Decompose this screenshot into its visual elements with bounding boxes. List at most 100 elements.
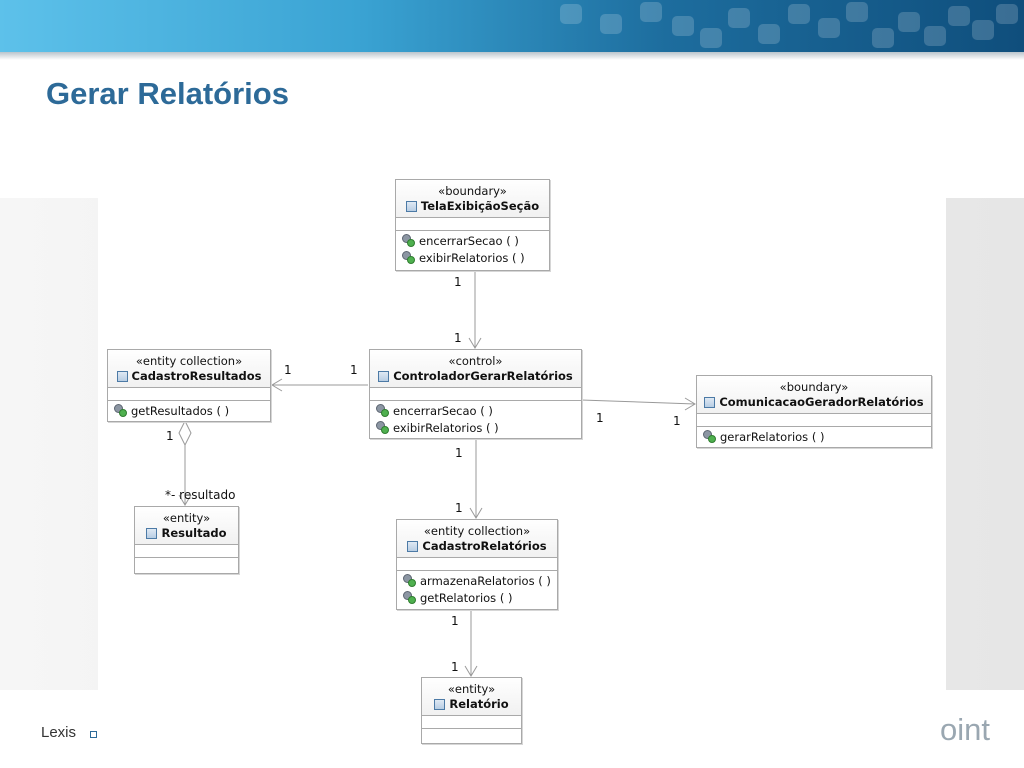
multiplicity-label: 1	[451, 614, 459, 628]
attributes-compartment	[370, 387, 581, 400]
top-banner	[0, 0, 1024, 52]
attributes-compartment	[108, 387, 270, 400]
attributes-compartment	[697, 413, 931, 426]
class-name: CadastroRelatórios	[401, 538, 553, 554]
multiplicity-label: 1	[454, 275, 462, 289]
class-name: Resultado	[139, 525, 234, 541]
operations-compartment	[135, 557, 238, 570]
footer-text: Lexis	[41, 724, 77, 741]
attributes-compartment	[396, 217, 549, 230]
class-stereotype: «boundary»	[779, 380, 849, 394]
uml-class-controlador-gerar-relatorios[interactable]: «control» ControladorGerarRelatórios enc…	[369, 349, 582, 439]
operation[interactable]: encerrarSecao ( )	[402, 233, 543, 250]
footer-logo: oint	[940, 712, 990, 747]
operation[interactable]: getResultados ( )	[114, 403, 264, 420]
class-icon	[407, 541, 419, 552]
operation-text: gerarRelatorios ( )	[720, 430, 825, 444]
multiplicity-label: 1	[596, 411, 604, 425]
multiplicity-label: 1	[350, 363, 358, 377]
class-header: «entity» Relatório	[422, 678, 521, 715]
multiplicity-label: 1	[673, 414, 681, 428]
uml-class-comunicacao-gerador-relatorios[interactable]: «boundary» ComunicacaoGeradorRelatórios …	[696, 375, 932, 448]
attributes-compartment	[397, 557, 557, 570]
class-icon	[434, 699, 446, 710]
class-header: «entity collection» CadastroRelatórios	[397, 520, 557, 557]
class-stereotype: «entity collection»	[423, 524, 531, 538]
class-icon	[378, 371, 390, 382]
multiplicity-label: 1	[451, 660, 459, 674]
operation[interactable]: gerarRelatorios ( )	[703, 429, 925, 446]
uml-class-relatorio[interactable]: «entity» Relatório	[421, 677, 522, 744]
operations-compartment: getResultados ( )	[108, 400, 270, 422]
operation-icon	[376, 421, 389, 434]
operation-icon	[403, 574, 416, 587]
class-name-text: ComunicacaoGeradorRelatórios	[719, 395, 924, 409]
role-name: - resultado	[171, 488, 236, 502]
operation-icon	[376, 404, 389, 417]
multiplicity-label: 1	[455, 446, 463, 460]
class-name-text: CadastroRelatórios	[422, 539, 547, 553]
class-name: TelaExibiçãoSeção	[400, 198, 545, 214]
class-name-text: ControladorGerarRelatórios	[393, 369, 573, 383]
operation-text: encerrarSecao ( )	[393, 404, 493, 418]
arrow-to-controlador	[468, 337, 482, 349]
class-name: CadastroResultados	[112, 368, 266, 384]
class-header: «entity collection» CadastroResultados	[108, 350, 270, 387]
operations-compartment	[422, 728, 521, 741]
class-stereotype: «entity»	[447, 682, 496, 696]
operation-text: armazenaRelatorios ( )	[420, 574, 551, 588]
operation-icon	[703, 430, 716, 443]
class-name: Relatório	[426, 696, 517, 712]
operation[interactable]: exibirRelatorios ( )	[402, 250, 543, 267]
multiplicity-label: 1	[455, 501, 463, 515]
operation[interactable]: exibirRelatorios ( )	[376, 420, 575, 437]
operations-compartment: armazenaRelatorios ( ) getRelatorios ( )	[397, 570, 557, 609]
class-stereotype: «boundary»	[438, 184, 507, 198]
arrow-to-relatorio	[464, 665, 478, 677]
attributes-compartment	[135, 544, 238, 557]
aggregation-diamond	[178, 419, 192, 447]
operation-icon	[403, 591, 416, 604]
operation-text: exibirRelatorios ( )	[393, 421, 499, 435]
class-name-text: Resultado	[161, 526, 227, 540]
role-label: *- resultado	[165, 488, 235, 502]
operation-icon	[114, 404, 127, 417]
multiplicity-label: 1	[166, 429, 174, 443]
page-title: Gerar Relatórios	[46, 76, 289, 111]
class-name: ControladorGerarRelatórios	[374, 368, 577, 384]
uml-class-tela-exibicao-secao[interactable]: «boundary» TelaExibiçãoSeção encerrarSec…	[395, 179, 550, 271]
arrow-to-cadastroresultados	[271, 378, 283, 392]
uml-class-cadastro-relatorios[interactable]: «entity collection» CadastroRelatórios a…	[396, 519, 558, 610]
diagram-canvas	[98, 178, 946, 758]
uml-class-cadastro-resultados[interactable]: «entity collection» CadastroResultados g…	[107, 349, 271, 422]
operations-compartment: gerarRelatorios ( )	[697, 426, 931, 448]
class-header: «control» ControladorGerarRelatórios	[370, 350, 581, 387]
class-name-text: Relatório	[449, 697, 509, 711]
multiplicity-label: 1	[454, 331, 462, 345]
class-icon	[116, 371, 128, 382]
attributes-compartment	[422, 715, 521, 728]
operation-text: exibirRelatorios ( )	[419, 251, 525, 265]
class-stereotype: «entity»	[162, 511, 211, 525]
operation-icon	[402, 251, 415, 264]
operation[interactable]: getRelatorios ( )	[403, 590, 551, 607]
operation[interactable]: armazenaRelatorios ( )	[403, 573, 551, 590]
class-icon	[146, 528, 158, 539]
operations-compartment: encerrarSecao ( ) exibirRelatorios ( )	[396, 230, 549, 269]
multiplicity-label: *	[165, 488, 171, 502]
class-icon	[704, 397, 716, 408]
operations-compartment: encerrarSecao ( ) exibirRelatorios ( )	[370, 400, 581, 439]
multiplicity-label: 1	[284, 363, 292, 377]
arrow-to-resultado	[178, 494, 192, 506]
class-icon	[405, 201, 417, 212]
operation-text: getResultados ( )	[131, 404, 230, 418]
class-name-text: TelaExibiçãoSeção	[420, 199, 540, 213]
uml-class-resultado[interactable]: «entity» Resultado	[134, 506, 239, 574]
operation-icon	[402, 234, 415, 247]
class-name: ComunicacaoGeradorRelatórios	[701, 394, 927, 410]
arrow-to-comunicacao	[684, 397, 696, 411]
class-stereotype: «control»	[448, 354, 503, 368]
operation[interactable]: encerrarSecao ( )	[376, 403, 575, 420]
class-header: «entity» Resultado	[135, 507, 238, 544]
